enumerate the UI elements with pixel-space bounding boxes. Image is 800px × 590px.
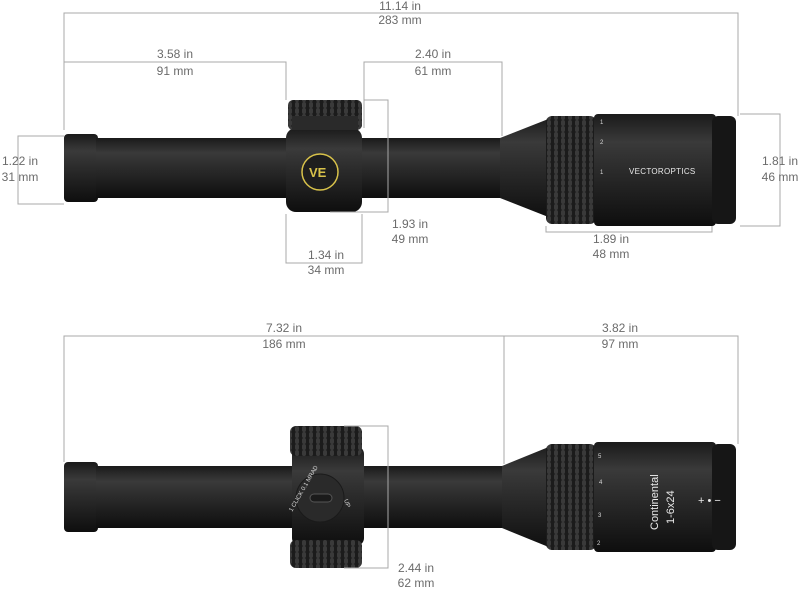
turret-slot xyxy=(309,493,333,503)
mag-number: 4 xyxy=(599,480,603,486)
turret-scale xyxy=(292,116,358,130)
eyepiece-diameter-in: 1.81 in xyxy=(762,154,798,168)
logo-icon xyxy=(301,153,339,191)
turret-width-in: 1.34 in xyxy=(308,248,344,262)
mag-number: 2 xyxy=(600,140,604,146)
mag-number: 5 xyxy=(598,454,602,460)
illumination-marks: + • − xyxy=(698,495,721,507)
turret-top-height-in: 2.44 in xyxy=(398,561,434,575)
magnification-ring xyxy=(546,116,596,224)
front-section-mm: 186 mm xyxy=(262,337,305,351)
eyepiece-taper-top xyxy=(502,444,556,550)
turret-width-mm: 34 mm xyxy=(308,263,345,277)
mag-number: 1 xyxy=(600,170,604,176)
eyepiece-body xyxy=(594,114,716,226)
turret-top-height-line xyxy=(344,425,389,569)
tube-diameter-line xyxy=(17,135,64,205)
mag-number: 1 xyxy=(600,120,604,126)
eyepiece-length-line xyxy=(545,226,713,233)
windage-knob xyxy=(290,540,362,568)
turret-width-line xyxy=(285,214,363,264)
elevation-knob xyxy=(290,426,362,456)
overall-length-in: 11.14 in xyxy=(379,0,421,13)
turret-to-eyepiece-in: 2.40 in xyxy=(415,47,451,61)
eyepiece-length-in: 1.89 in xyxy=(593,232,629,246)
overall-length-line xyxy=(63,12,739,130)
magnification-ring-top xyxy=(546,444,596,550)
scope-side-view: VECTOROPTICS 1 2 1 VE xyxy=(64,100,736,226)
rear-section-in: 3.82 in xyxy=(602,321,638,335)
turret-to-eyepiece-mm: 61 mm xyxy=(415,64,452,78)
eyepiece-ring xyxy=(712,116,736,224)
tube-diameter-in: 1.22 in xyxy=(2,154,38,168)
mag-number: 2 xyxy=(597,541,601,547)
front-section-in: 7.32 in xyxy=(266,321,302,335)
turret-height-line xyxy=(330,99,389,213)
rear-section-mm: 97 mm xyxy=(602,337,639,351)
overall-length-mm: 283 mm xyxy=(378,13,421,27)
brand-label: VECTOROPTICS xyxy=(629,167,696,176)
eyepiece-diameter-line xyxy=(740,113,781,227)
scope-top-view: Continental 1-6x24 + • − 2 3 4 5 1 CLICK… xyxy=(64,426,736,568)
turret-height-mm: 49 mm xyxy=(392,232,429,246)
objective-bell xyxy=(64,134,98,202)
dimension-lines-top: 11.14 in 283 mm 3.58 in 91 mm 2.40 in 61… xyxy=(2,0,799,277)
front-section-line xyxy=(63,335,505,464)
eyepiece-diameter-mm: 46 mm xyxy=(762,170,799,184)
model-label: 1-6x24 xyxy=(665,490,677,524)
dimension-lines-bottom: 7.32 in 186 mm 3.82 in 97 mm 2.44 in 62 … xyxy=(63,321,739,590)
eyepiece-ring-top xyxy=(712,444,736,550)
eyepiece-length-mm: 48 mm xyxy=(593,247,630,261)
front-to-turret-mm: 91 mm xyxy=(157,64,194,78)
turret-direction: UP xyxy=(342,499,350,509)
eyepiece-body-top xyxy=(594,442,716,552)
rear-section-line xyxy=(504,335,739,444)
front-to-turret-line xyxy=(64,61,287,100)
tube-diameter-mm: 31 mm xyxy=(2,170,39,184)
front-to-turret-in: 3.58 in xyxy=(157,47,193,61)
objective-bell-top xyxy=(64,462,98,532)
series-label: Continental xyxy=(649,474,661,530)
eyepiece-taper xyxy=(500,116,556,220)
turret-height-in: 1.93 in xyxy=(392,217,428,231)
mag-number: 3 xyxy=(598,513,602,519)
turret-to-eyepiece-line xyxy=(363,61,503,136)
logo-mark: VE xyxy=(309,165,327,180)
turret-top-height-mm: 62 mm xyxy=(398,576,435,590)
